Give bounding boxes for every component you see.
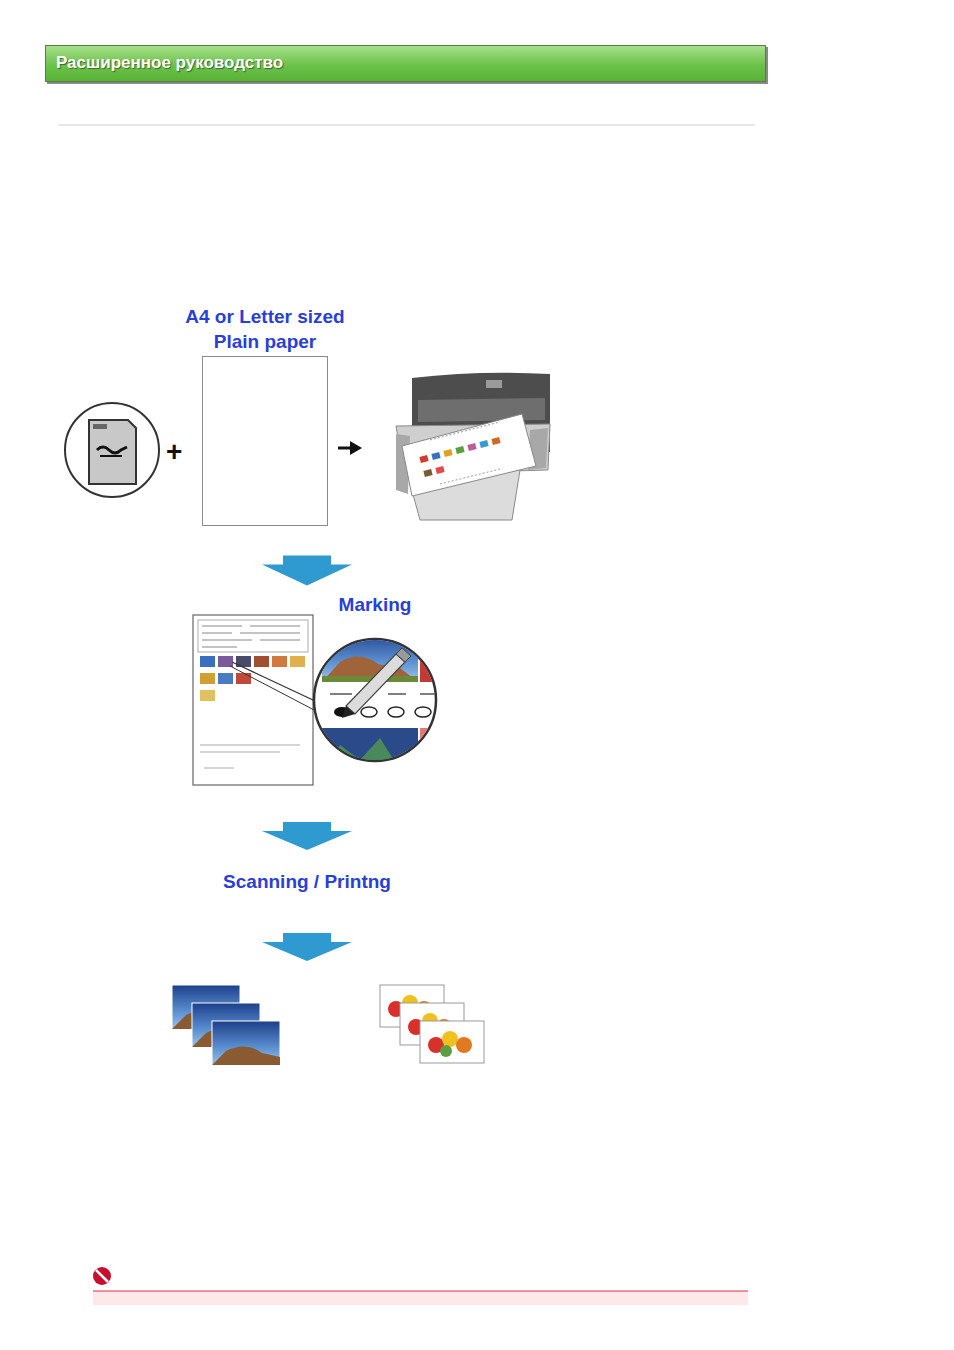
flow-arrow (262, 556, 352, 586)
order-sheet-symbol (200, 656, 215, 667)
photo-stack-symbol (172, 985, 280, 1065)
magnifier-symbol (322, 738, 418, 778)
step-label: Scanning / Printng (177, 870, 437, 894)
order-sheet-symbol (198, 620, 308, 652)
magnifier-symbol (388, 707, 404, 717)
order-sheet-symbol (272, 656, 287, 667)
order-sheet-symbol (236, 673, 251, 684)
photo-stack-symbol (420, 1021, 484, 1063)
important-icon (93, 1267, 111, 1285)
printer-symbol (418, 398, 545, 422)
right-arrow (338, 447, 352, 450)
order-sheet-symbol (200, 673, 215, 684)
magnifier-symbol (361, 707, 377, 717)
order-sheet-symbol (230, 666, 318, 712)
photo-stack-symbol (420, 1021, 484, 1063)
important-icon (96, 1270, 108, 1282)
printer-symbol (419, 422, 500, 484)
printer-symbol (431, 452, 440, 460)
printer-symbol (491, 437, 500, 445)
node-heading: Marking (320, 592, 430, 617)
order-sheet-symbol (200, 745, 300, 768)
sd-card-symbol (65, 403, 159, 497)
printer-symbol (435, 466, 444, 474)
magnifier-symbol (322, 728, 418, 778)
printer-symbol (486, 380, 502, 388)
sd-card-symbol (89, 420, 136, 484)
magnifier-symbol (322, 630, 440, 778)
magnifier-symbol (396, 648, 411, 662)
order-sheet-symbol (200, 690, 215, 701)
order-sheet-symbol (290, 656, 305, 667)
printer-symbol (423, 469, 432, 477)
magnifier-symbol (420, 728, 440, 778)
magnifier-symbol (314, 630, 440, 778)
plus-sign: + (166, 437, 182, 467)
paper-sheet (202, 356, 328, 526)
printer-symbol (443, 449, 452, 457)
photo-stack-symbol (456, 1037, 472, 1053)
marking-sheet-box: Marking (190, 592, 440, 788)
order-sheet-symbol (218, 656, 233, 667)
important-icon (93, 1267, 111, 1285)
paper-box: A4 or Letter sized Plain paper (170, 304, 360, 527)
printer-symbol (430, 422, 500, 484)
note-rule (93, 1290, 748, 1291)
right-arrow (338, 441, 362, 455)
photo-stack-symbol (380, 985, 484, 1063)
order-sheet-symbol (202, 626, 300, 647)
printer-symbol (419, 455, 428, 463)
printer-symbol (455, 446, 464, 454)
sd-card-symbol (97, 447, 127, 453)
order-sheet-symbol (254, 656, 269, 667)
printer-symbol (467, 443, 476, 451)
right-arrow (350, 441, 362, 455)
header-text: Расширенное руководство (56, 53, 283, 73)
flow-arrow (262, 933, 352, 961)
photo-stack-symbol (442, 1031, 458, 1047)
flow-arrow (262, 822, 352, 850)
magnifier-symbol (330, 693, 440, 695)
photo-stack-symbol (440, 1045, 452, 1057)
order-sheet-symbol (218, 673, 233, 684)
rule-line (58, 125, 755, 126)
note-band (93, 1291, 748, 1305)
magnifier-symbol (420, 630, 440, 682)
header-band: Расширенное руководство (45, 45, 766, 82)
magnifier-symbol (415, 707, 431, 717)
photo-stack-symbol (212, 1046, 280, 1065)
printer-symbol (396, 373, 550, 520)
photo-stack-symbol (212, 1021, 280, 1065)
sd-card-symbol (100, 455, 122, 457)
sd-card-symbol (93, 424, 107, 429)
sd-card-symbol (65, 403, 159, 497)
magnifier-symbol (322, 630, 418, 682)
magnifier-symbol (342, 706, 355, 718)
order-sheet-symbol (193, 615, 330, 785)
printer-symbol (479, 440, 488, 448)
photo-stack-symbol (212, 1021, 280, 1065)
printer-symbol (402, 414, 536, 496)
magnifier-symbol (346, 654, 405, 714)
node-heading: A4 or Letter sized Plain paper (170, 304, 360, 354)
